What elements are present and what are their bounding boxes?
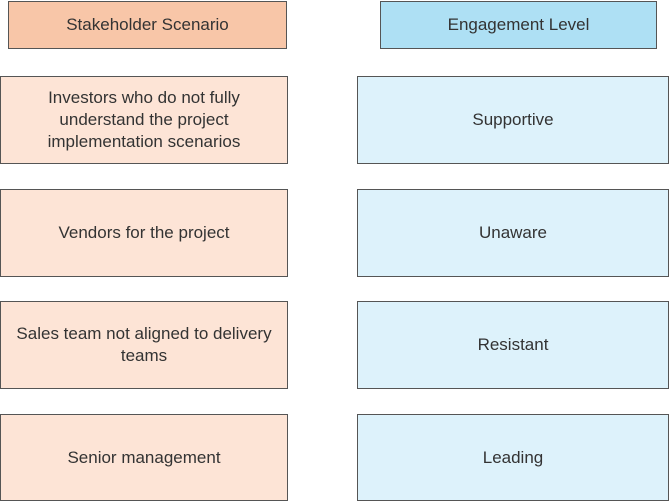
scenario-box-1[interactable]: Investors who do not fully understand th… <box>0 76 288 164</box>
level-box-resistant[interactable]: Resistant <box>357 301 669 389</box>
level-box-supportive[interactable]: Supportive <box>357 76 669 164</box>
scenario-box-4[interactable]: Senior management <box>0 414 288 501</box>
stakeholder-scenario-header: Stakeholder Scenario <box>8 1 287 49</box>
engagement-level-header: Engagement Level <box>380 1 657 49</box>
level-box-unaware[interactable]: Unaware <box>357 189 669 277</box>
scenario-box-3[interactable]: Sales team not aligned to delivery teams <box>0 301 288 389</box>
scenario-box-2[interactable]: Vendors for the project <box>0 189 288 277</box>
level-box-leading[interactable]: Leading <box>357 414 669 501</box>
